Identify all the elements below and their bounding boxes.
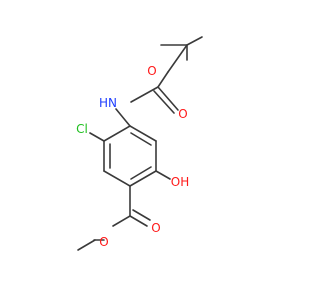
bond-carbamate-c-n	[130, 86, 159, 103]
bond-ester-c-o-double-1	[129, 215, 148, 227]
ring-bond-c6-c1-inner	[130, 166, 152, 180]
bond-ester-c-o-double-2	[132, 209, 151, 221]
bond-ester-c-o-single	[112, 215, 131, 227]
ring-bond-c4-c3	[103, 125, 131, 142]
atom-label-oh: OH	[171, 175, 189, 189]
bond-carbamate-c-o-double-2	[153, 90, 175, 114]
ring-bond-c2-c1	[103, 170, 131, 187]
bond-ring-oh	[155, 170, 171, 180]
bond-tbu-c-methyl-right	[186, 36, 203, 46]
ring-bond-c6-c1	[129, 170, 157, 187]
bond-o-methyl	[77, 239, 96, 251]
atom-label-cl: Cl	[76, 122, 88, 136]
ring-bond-c4-c5-inner	[130, 132, 152, 146]
bond-tbu-c-o	[167, 44, 188, 73]
bond-n-ring	[115, 108, 131, 127]
atom-label-nh: HN	[99, 96, 117, 110]
atom-label-o-boc-ester: O	[147, 64, 156, 78]
bond-carbamate-c-o-double-1	[157, 86, 179, 111]
ring-bond-c4-c5	[129, 125, 157, 142]
atom-label-o-ester-methyl: O	[99, 235, 108, 249]
bond-o-carbamate-c	[157, 71, 169, 88]
atom-label-o-boc-carbonyl: O	[178, 107, 187, 121]
molecule-diagram: HN O O Cl OH O O	[76, 36, 203, 251]
atom-label-o-ester-carbonyl: O	[151, 221, 160, 235]
bond-ring-cl	[89, 132, 105, 142]
structure-canvas: HN O O Cl OH O O	[76, 36, 203, 251]
